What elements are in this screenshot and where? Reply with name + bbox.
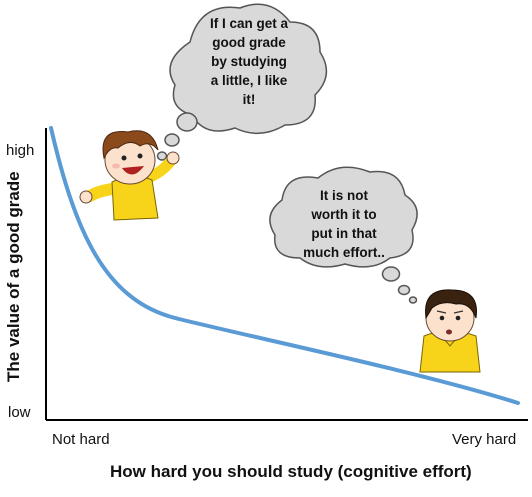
thought-line: If I can get a [209,16,289,31]
thought-dot [164,133,180,147]
thought-cloud-left [169,3,328,134]
thought-cloud-right [269,166,418,268]
y-tick-low: low [8,404,31,421]
thought-line: worth it to [311,207,377,222]
y-axis-title: The value of a good grade [4,171,23,382]
thought-text-right: It is not worth it to put in that much e… [288,186,400,262]
thought-dot [408,296,418,304]
thought-line: by studying [211,54,287,69]
thinking-boy-illustration [419,289,481,373]
x-tick-very-hard: Very hard [452,431,517,448]
thought-line: it! [242,92,256,107]
happy-boy-illustration [79,130,180,221]
thought-dot [176,112,198,132]
thought-line: good grade [212,35,286,50]
axes [45,128,528,421]
thought-line: a little, I like [210,73,288,88]
thought-dot [381,266,401,282]
thought-bubble-right [269,166,418,304]
thought-line: much effort.. [303,245,385,260]
value-curve [49,126,520,405]
thought-line: put in that [311,226,377,241]
x-axis-title: How hard you should study (cognitive eff… [110,462,472,481]
thought-dot [397,284,411,296]
thought-text-left: If I can get a good grade by studying a … [190,14,308,109]
y-tick-high: high [6,142,35,159]
thought-line: It is not [320,188,368,203]
x-tick-not-hard: Not hard [52,431,110,448]
thought-bubble-left [156,3,328,161]
thought-dot [156,151,168,161]
